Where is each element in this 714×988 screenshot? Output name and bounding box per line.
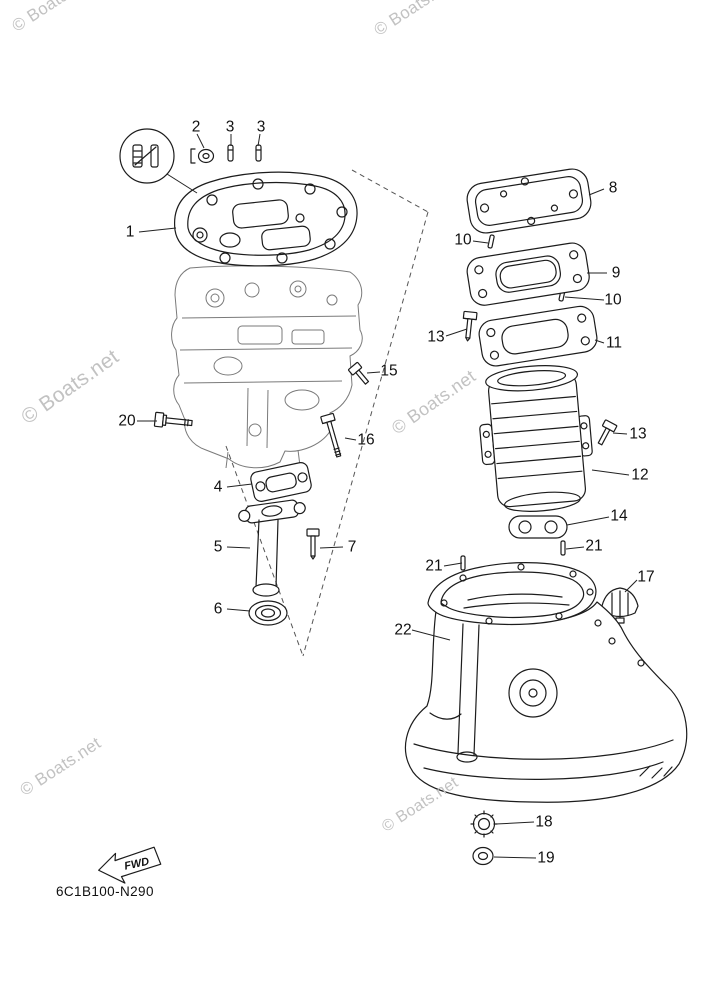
- callout-16[interactable]: 16: [357, 431, 375, 449]
- part-2-washer: [190, 148, 215, 164]
- callout-13a[interactable]: 13: [427, 328, 445, 346]
- part-11-gasket: [478, 305, 598, 367]
- part-5-exhaust-pipe: [238, 499, 306, 597]
- part-13-bolt-b: [597, 419, 618, 446]
- dashed-construction-lines: [225, 169, 429, 657]
- detail-circle-clip: [119, 128, 198, 194]
- part-8-gasket: [466, 168, 592, 234]
- part-19-washer: [472, 846, 494, 866]
- callout-6[interactable]: 6: [213, 600, 223, 618]
- callout-5[interactable]: 5: [213, 538, 223, 556]
- callout-12[interactable]: 12: [631, 466, 649, 484]
- callout-11[interactable]: 11: [605, 334, 623, 352]
- part-22-upper-casing: [404, 562, 688, 803]
- diagram-code: 6C1B100-N290: [56, 884, 154, 899]
- part-10-stud-a: [487, 234, 495, 249]
- callout-10a[interactable]: 10: [454, 231, 472, 249]
- callout-10b[interactable]: 10: [604, 291, 622, 309]
- part-20-bolt: [153, 411, 193, 428]
- fwd-arrow: FWD: [98, 846, 162, 884]
- callout-1[interactable]: 1: [125, 223, 135, 241]
- callout-18[interactable]: 18: [535, 813, 553, 831]
- callout-2[interactable]: 2: [191, 118, 201, 136]
- callout-21b[interactable]: 21: [425, 557, 443, 575]
- callout-19[interactable]: 19: [537, 849, 555, 867]
- callout-3b[interactable]: 3: [256, 118, 266, 136]
- part-21-stud-a: [560, 540, 566, 556]
- callout-17[interactable]: 17: [637, 568, 655, 586]
- callout-22[interactable]: 22: [394, 621, 412, 639]
- part-3-studs: [227, 144, 262, 162]
- part-6-seal: [248, 600, 288, 626]
- part-4-gasket: [250, 462, 312, 502]
- leader-lines: [137, 133, 638, 859]
- callout-14[interactable]: 14: [610, 507, 628, 525]
- part-14-seal: [508, 515, 568, 539]
- callout-13b[interactable]: 13: [629, 425, 647, 443]
- callout-9[interactable]: 9: [611, 264, 621, 282]
- part-7-bolt: [306, 528, 320, 560]
- part-9-plate: [466, 242, 590, 306]
- callout-15[interactable]: 15: [380, 362, 398, 380]
- part-15-bolt: [348, 361, 370, 385]
- fwd-label: FWD: [123, 856, 150, 873]
- part-1-exhaust-guide: [173, 171, 358, 267]
- part-16-bolt: [320, 412, 342, 458]
- callout-7[interactable]: 7: [347, 538, 357, 556]
- callout-4[interactable]: 4: [213, 478, 223, 496]
- callout-20[interactable]: 20: [118, 412, 136, 430]
- callout-8[interactable]: 8: [608, 179, 618, 197]
- callout-3a[interactable]: 3: [225, 118, 235, 136]
- callout-21a[interactable]: 21: [585, 537, 603, 555]
- powerhead-block: [171, 265, 363, 469]
- part-12-muffler: [479, 365, 593, 512]
- part-18-nut: [470, 810, 498, 838]
- part-13-bolt-a: [462, 310, 478, 342]
